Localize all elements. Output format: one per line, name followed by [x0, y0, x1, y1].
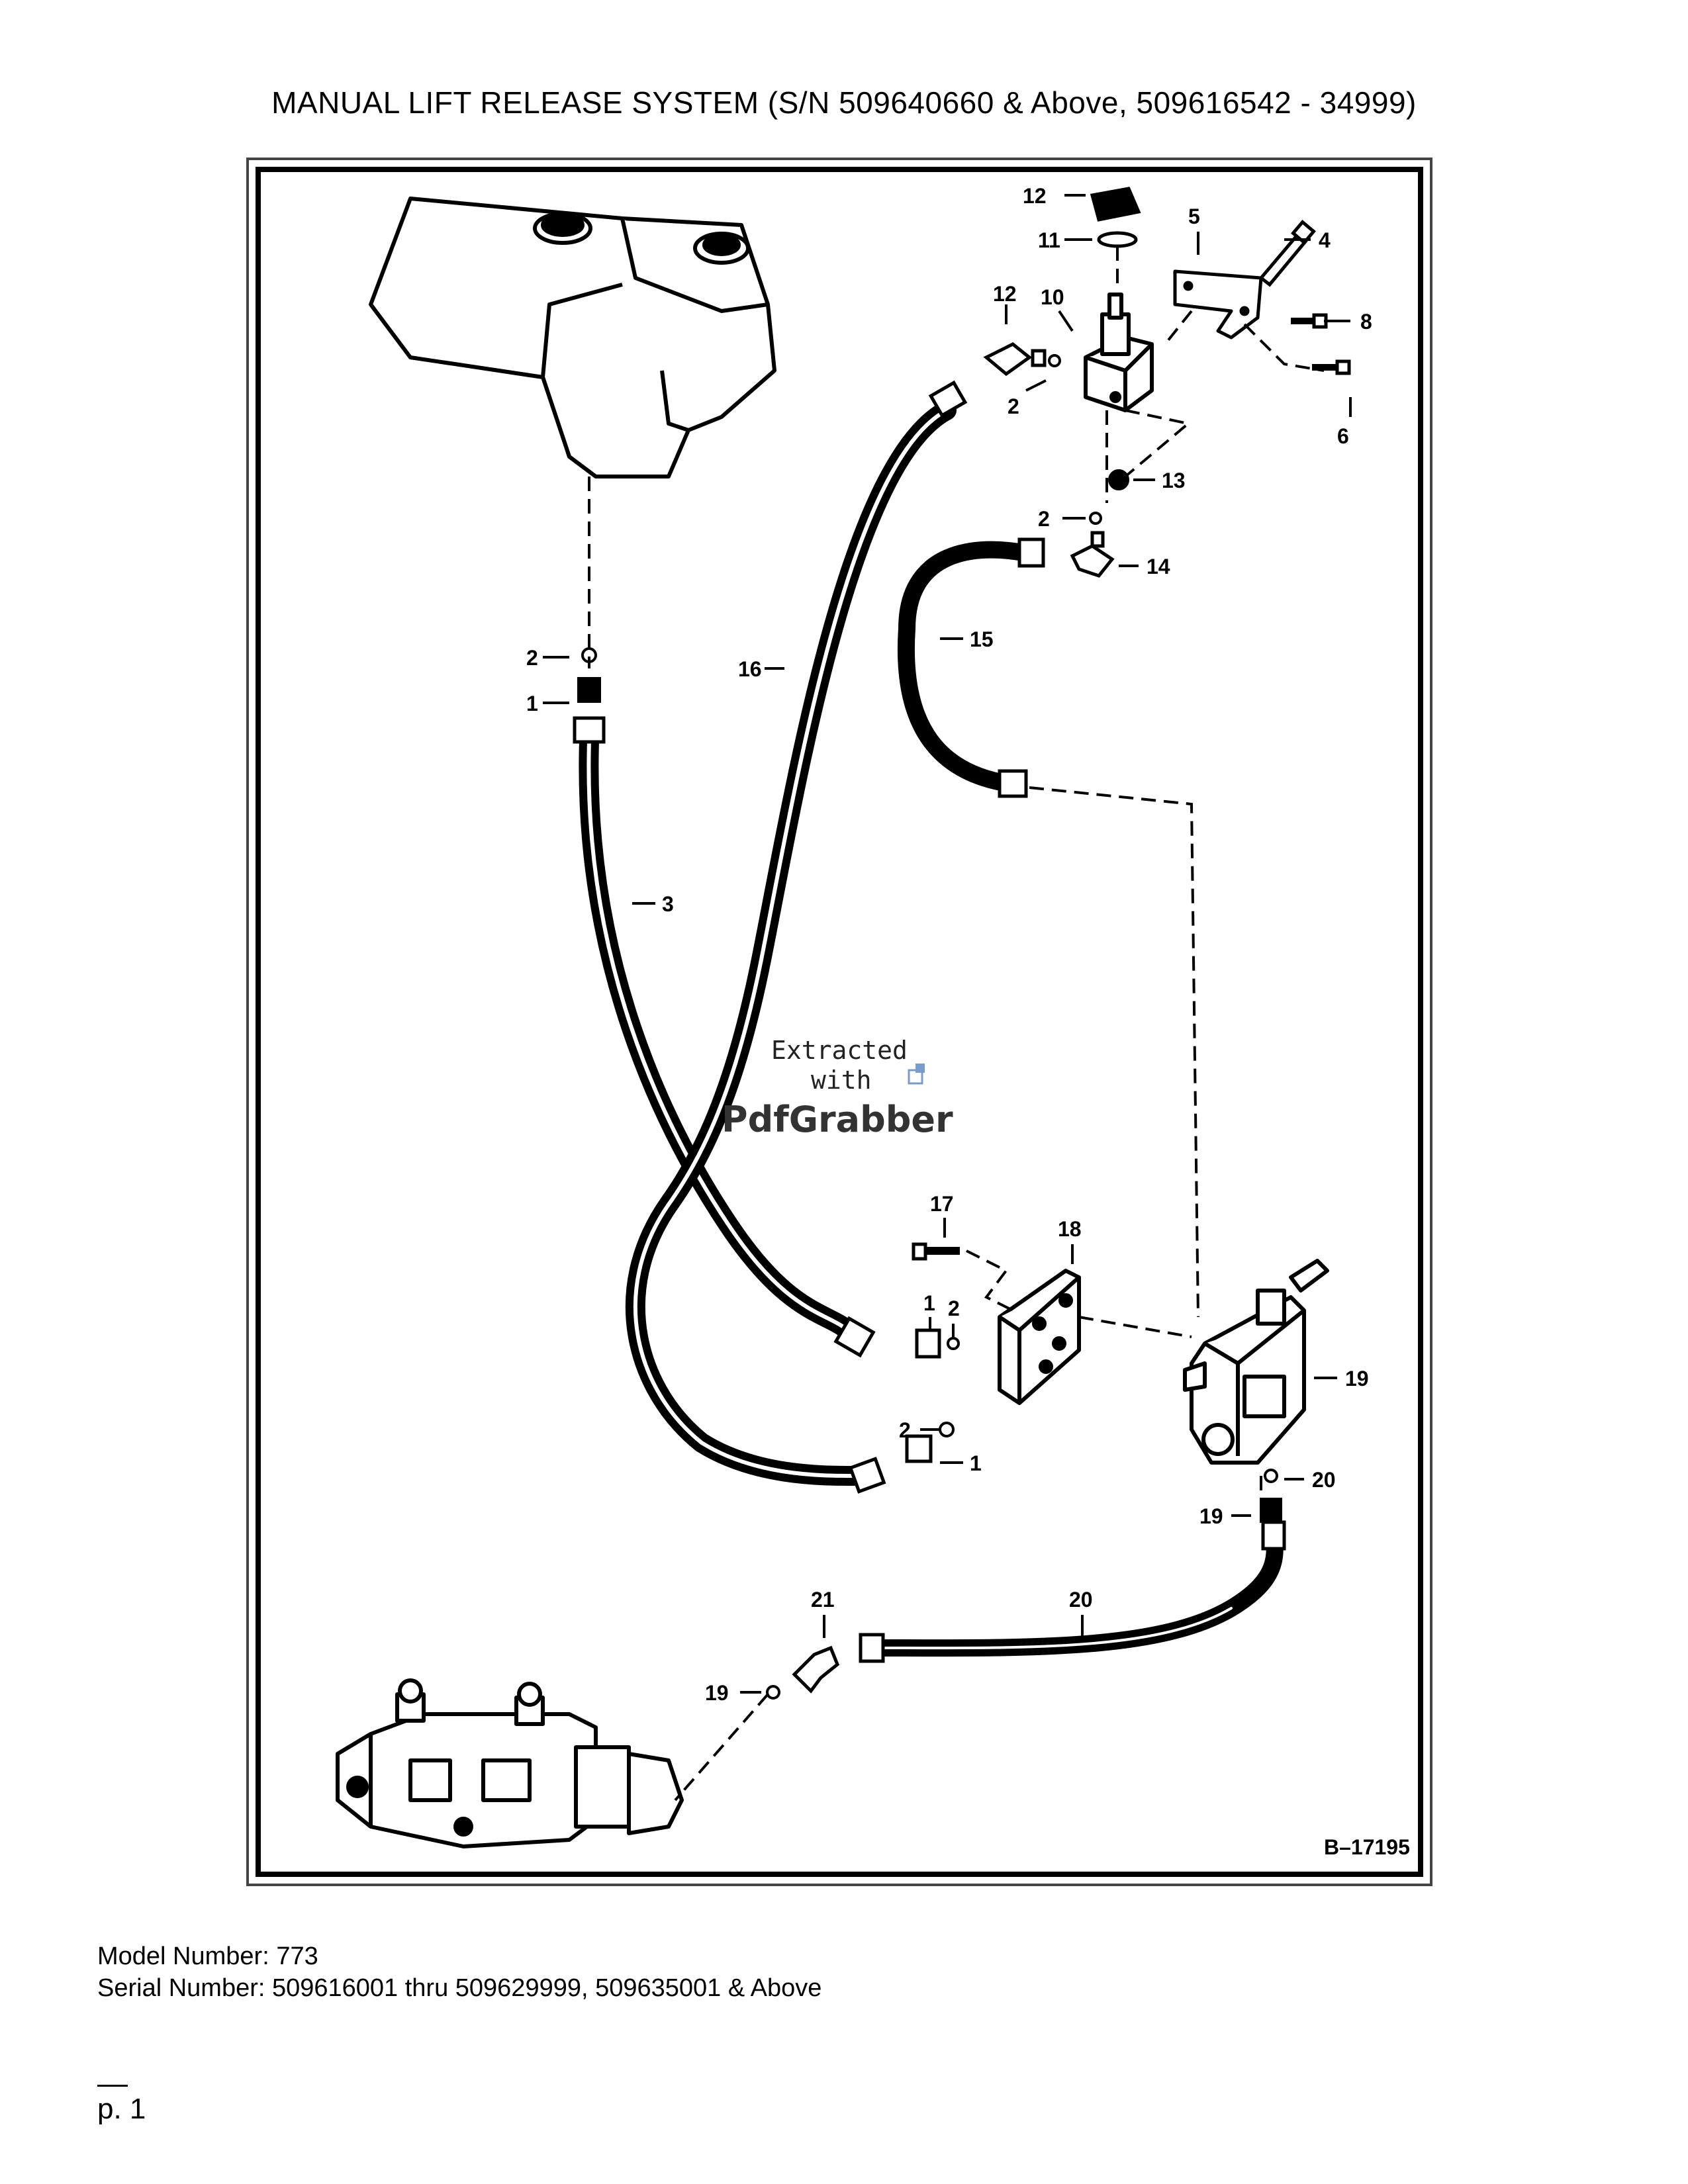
page-number: p. 1: [97, 2093, 146, 2125]
callout-1-tank: 1: [526, 692, 538, 715]
watermark: Extracted with PdfGrabber: [722, 1036, 953, 1140]
page-number-rule: [97, 2085, 128, 2087]
diagram-frame: [246, 158, 1432, 1886]
callout-11: 13: [1162, 469, 1186, 492]
callout-8: 10: [1041, 285, 1064, 309]
watermark-logo-square: [915, 1064, 925, 1073]
callout-4: 4: [1319, 228, 1331, 252]
callout-2-elbow: 2: [1038, 507, 1050, 531]
elbow-fittings-12: [983, 342, 1115, 578]
callout-20: 20: [1069, 1588, 1093, 1612]
page-title: MANUAL LIFT RELEASE SYSTEM (S/N 50964066…: [271, 85, 1417, 120]
diagram-inner-border: [256, 167, 1423, 1877]
callout-5: 5: [1188, 205, 1200, 228]
callout-1-lower: 1: [970, 1451, 982, 1475]
watermark-line1: Extracted: [771, 1036, 908, 1065]
leader-lines: [543, 194, 1352, 1694]
hydraulic-pump: [336, 1678, 684, 1848]
callout-19-valve: 20: [1312, 1468, 1336, 1492]
reservoir-tank: [369, 197, 776, 478]
serial-number: Serial Number: 509616001 thru 509629999,…: [97, 1974, 822, 2002]
watermark-line2: with: [811, 1066, 872, 1095]
figure-id: B–17195: [1324, 1835, 1410, 1859]
lift-release-valve: [1084, 293, 1154, 412]
manifold-block-16: [998, 1269, 1081, 1405]
callout-12-mid: 14: [1147, 555, 1170, 578]
control-valve-17: [1183, 1259, 1329, 1465]
callout-21: 21: [811, 1588, 835, 1612]
callouts: 12 11 5 4 12 10 8 2 6 13 2 14 15 16 2 1 …: [526, 184, 1410, 1859]
fittings-1-2: [905, 1328, 941, 1463]
watermark-brand: PdfGrabber: [722, 1099, 953, 1140]
callout-14: 16: [738, 657, 762, 681]
callout-18: 19: [1199, 1504, 1223, 1528]
hose-end-fittings: [573, 380, 1286, 1663]
callout-15: 17: [930, 1192, 954, 1216]
hoses: [579, 400, 1284, 1657]
bolts: [1258, 219, 1351, 375]
elbow-21: [792, 1645, 840, 1694]
callout-16: 18: [1058, 1217, 1082, 1241]
callout-7: 8: [1360, 310, 1372, 334]
knob-10: [1090, 187, 1141, 248]
callout-2-manifold: 2: [948, 1297, 960, 1320]
callout-12-top: 12: [993, 282, 1017, 306]
callout-13: 15: [970, 627, 994, 651]
bracket-5: [1173, 269, 1263, 340]
callout-10: 12: [1023, 184, 1047, 208]
callout-1-manifold: 1: [923, 1291, 935, 1315]
callout-2-tank: 2: [526, 646, 538, 670]
callout-17: 19: [1345, 1367, 1369, 1390]
callout-19-pump: 19: [705, 1681, 729, 1705]
callout-2-lower: 2: [899, 1418, 911, 1442]
callout-6: 6: [1337, 424, 1349, 448]
callout-3: 3: [662, 892, 674, 916]
callout-9: 11: [1038, 228, 1060, 252]
callout-2-valve: 2: [1008, 394, 1019, 418]
dashed-assembly-lines: [588, 246, 1325, 1801]
model-number: Model Number: 773: [97, 1942, 318, 1970]
bolt-15: [912, 1242, 960, 1261]
small-parts: [577, 354, 1282, 1700]
